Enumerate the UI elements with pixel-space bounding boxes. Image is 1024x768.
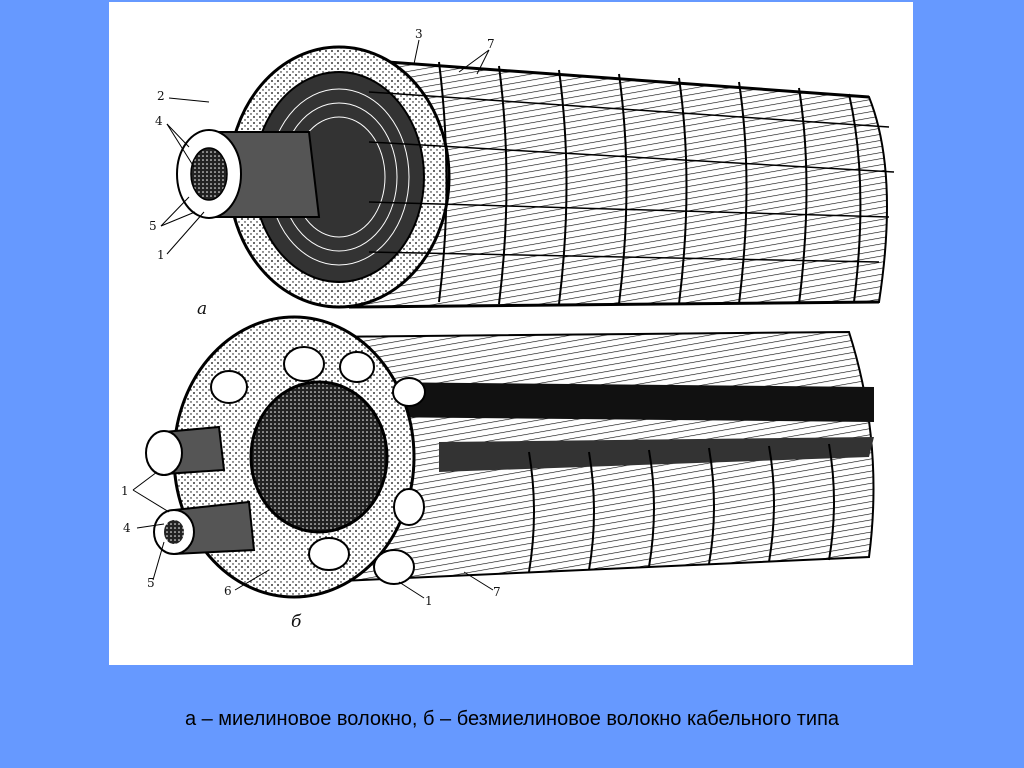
top-label-7: 7 bbox=[487, 37, 495, 51]
bottom-label-4: 4 bbox=[123, 521, 131, 535]
top-label-3: 3 bbox=[415, 27, 423, 41]
top-label-1: 1 bbox=[157, 248, 165, 262]
bottom-label-5: 5 bbox=[147, 576, 155, 590]
figure-panel: а 1 2 3 4 5 7 bbox=[109, 2, 913, 665]
panel-a-label: а bbox=[197, 299, 207, 319]
bottom-label-1b: 1 bbox=[425, 594, 433, 608]
top-labels: 1 2 3 4 5 7 bbox=[149, 27, 495, 262]
bottom-label-1a: 1 bbox=[121, 484, 129, 498]
bottom-label-6: 6 bbox=[224, 584, 232, 598]
myelinated-fiber-drawing: а bbox=[176, 45, 895, 319]
top-label-4: 4 bbox=[155, 114, 163, 128]
unmyelinated-fiber-drawing: б bbox=[145, 315, 875, 632]
top-label-5: 5 bbox=[149, 219, 157, 233]
panel-b-label: б bbox=[291, 612, 302, 632]
nerve-fiber-illustration: а 1 2 3 4 5 7 bbox=[121, 27, 895, 632]
bottom-label-7: 7 bbox=[493, 585, 501, 599]
figure-caption: а – миелиновое волокно, б – безмиелиново… bbox=[184, 708, 840, 730]
top-label-2: 2 bbox=[157, 89, 165, 103]
bottom-labels: 1 4 5 6 1 7 bbox=[121, 471, 501, 608]
